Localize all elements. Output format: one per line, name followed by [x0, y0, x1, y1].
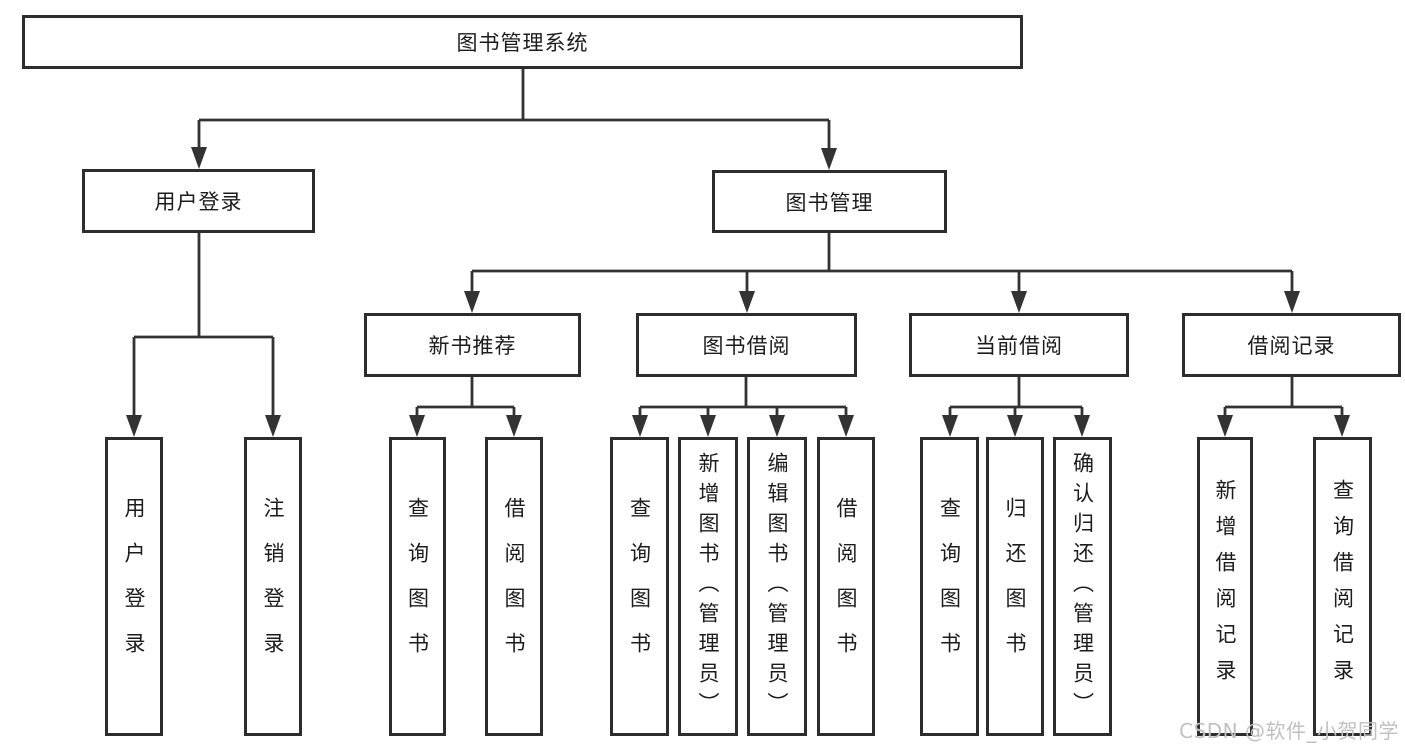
- node-borrow-records: 借阅记录: [1182, 313, 1401, 377]
- leaf-user-login-label: 用户登录: [122, 496, 146, 677]
- node-new-book-recommend-label: 新书推荐: [428, 334, 517, 358]
- leaf-query-books-recommend: 查询图书: [389, 437, 446, 736]
- leaf-edit-books-admin: 编辑图书（管理员）: [747, 437, 807, 736]
- leaf-user-login: 用户登录: [105, 437, 163, 736]
- leaf-add-books-admin: 新增图书（管理员）: [678, 437, 738, 736]
- leaf-confirm-return-admin-label: 确认归还（管理员）: [1070, 451, 1095, 722]
- leaf-borrow-books-label: 借阅图书: [834, 496, 858, 677]
- leaf-query-borrow-record-label: 查询借阅记录: [1330, 478, 1355, 695]
- leaf-borrow-books: 借阅图书: [817, 437, 875, 736]
- leaf-add-borrow-record-label: 新增借阅记录: [1213, 478, 1237, 695]
- root-node-library-system: 图书管理系统: [22, 15, 1023, 69]
- node-user-login: 用户登录: [82, 169, 315, 233]
- leaf-return-books-label: 归还图书: [1003, 496, 1027, 677]
- leaf-add-books-admin-label: 新增图书（管理员）: [696, 451, 720, 722]
- leaf-logout-label: 注销登录: [261, 496, 285, 677]
- leaf-query-books-current: 查询图书: [920, 437, 979, 736]
- node-current-borrow-label: 当前借阅: [975, 334, 1063, 358]
- node-user-login-label: 用户登录: [154, 190, 243, 214]
- leaf-add-borrow-record: 新增借阅记录: [1197, 437, 1253, 736]
- leaf-query-books-borrow: 查询图书: [610, 437, 669, 736]
- node-book-borrow-label: 图书借阅: [702, 334, 791, 358]
- csdn-watermark: CSDN @软件_小贺同学: [1179, 719, 1399, 743]
- node-current-borrow: 当前借阅: [909, 313, 1129, 377]
- node-book-borrow: 图书借阅: [636, 313, 857, 377]
- node-book-management: 图书管理: [712, 170, 947, 233]
- node-borrow-records-label: 借阅记录: [1247, 334, 1336, 358]
- leaf-logout: 注销登录: [244, 437, 302, 736]
- leaf-return-books: 归还图书: [986, 437, 1044, 736]
- node-book-management-label: 图书管理: [785, 190, 874, 215]
- leaf-query-borrow-record: 查询借阅记录: [1313, 437, 1372, 736]
- leaf-query-books-recommend-label: 查询图书: [405, 496, 430, 677]
- leaf-confirm-return-admin: 确认归还（管理员）: [1053, 437, 1112, 736]
- node-new-book-recommend: 新书推荐: [364, 313, 581, 377]
- leaf-query-books-current-label: 查询图书: [937, 496, 962, 677]
- root-node-label: 图书管理系统: [456, 31, 589, 55]
- leaf-borrow-books-recommend: 借阅图书: [485, 437, 543, 736]
- leaf-borrow-books-recommend-label: 借阅图书: [502, 496, 526, 677]
- leaf-query-books-borrow-label: 查询图书: [627, 496, 652, 677]
- leaf-edit-books-admin-label: 编辑图书（管理员）: [765, 451, 789, 722]
